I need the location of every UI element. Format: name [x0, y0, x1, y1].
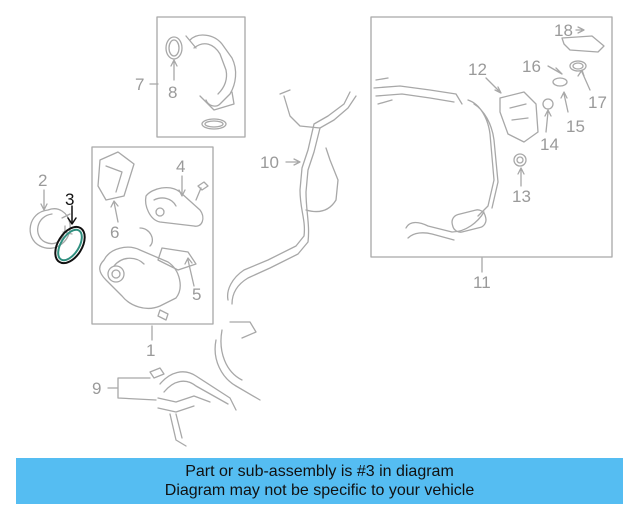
callout-14: 14	[540, 135, 559, 154]
callout-4: 4	[176, 157, 185, 176]
callout-13: 13	[512, 187, 531, 206]
heater-hose-assembly	[373, 35, 605, 241]
callout-18: 18	[554, 21, 573, 40]
callout-3-highlighted: 3	[65, 190, 74, 209]
callout-7: 7	[135, 75, 144, 94]
callout-17: 17	[588, 93, 607, 112]
callout-11: 11	[473, 273, 491, 292]
inset-box-7-8	[156, 16, 246, 138]
callout-8: 8	[168, 83, 177, 102]
callout-2: 2	[38, 171, 47, 190]
callout-1: 1	[146, 341, 155, 360]
info-banner: Part or sub-assembly is #3 in diagram Di…	[16, 458, 623, 504]
coolant-hoses	[149, 89, 357, 447]
callout-5: 5	[192, 285, 201, 304]
arrow-head-3	[67, 217, 77, 225]
gasket-ring-part-3	[54, 225, 86, 265]
parts-diagram: 2 3 7 8 4 6 5 1 9 10 11 12 13 14 15 16 1…	[29, 16, 613, 447]
thermostat-housing-assembly	[97, 151, 209, 321]
callout-10: 10	[260, 153, 279, 172]
banner-line-part-info: Part or sub-assembly is #3 in diagram	[185, 463, 454, 480]
clamp-part-2	[29, 208, 73, 249]
o-ring-part-8	[165, 36, 183, 60]
callout-16: 16	[522, 57, 541, 76]
callout-6: 6	[110, 223, 119, 242]
callout-9: 9	[92, 379, 101, 398]
inset-box-11	[370, 16, 613, 258]
elbow-pipe-part-7	[185, 34, 237, 130]
callout-12: 12	[468, 60, 487, 79]
inset-box-1	[91, 146, 214, 325]
callout-15: 15	[566, 117, 585, 136]
leader-lines	[40, 26, 591, 401]
banner-line-disclaimer: Diagram may not be specific to your vehi…	[164, 482, 475, 499]
